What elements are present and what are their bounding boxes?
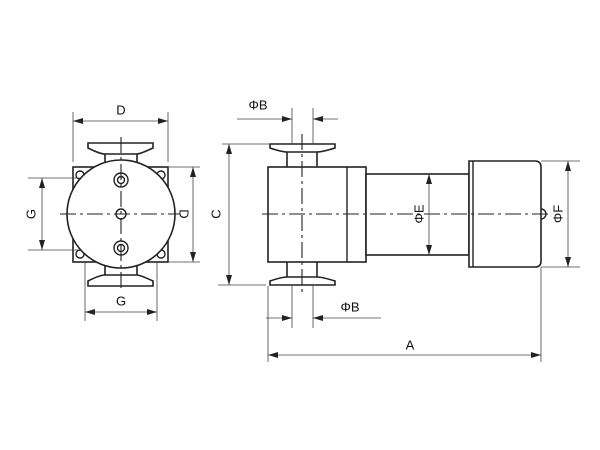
label-d-side: D	[177, 209, 192, 218]
label-a: A	[406, 337, 415, 352]
label-c: C	[208, 209, 223, 218]
side-view: ΦB ΦB C ΦE ΦF A	[208, 97, 580, 362]
label-g-horizontal: G	[116, 293, 126, 308]
label-e: ΦE	[411, 204, 426, 223]
label-g-vertical: G	[23, 209, 38, 219]
label-b-top: ΦB	[248, 97, 267, 112]
label-d-top: D	[116, 102, 125, 117]
label-b-bottom: ΦB	[340, 299, 359, 314]
label-f: ΦF	[550, 205, 565, 223]
end-view: D D G G	[23, 102, 200, 321]
